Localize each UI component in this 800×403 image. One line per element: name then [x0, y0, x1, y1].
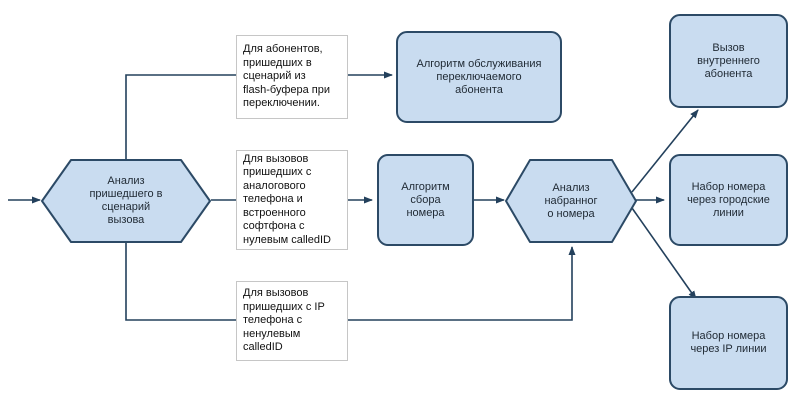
collect-number-node[interactable]: Алгоритм сбора номера: [377, 154, 474, 246]
note-flash-buffer: Для абонентов, пришедших в сценарий из f…: [236, 35, 348, 119]
analyze-dialed-node[interactable]: Анализ набранног о номера: [504, 158, 638, 244]
switch-service-label: Алгоритм обслуживания переключаемого або…: [416, 57, 542, 96]
analyze-incoming-label: Анализ пришедшего в сценарий вызова: [89, 175, 163, 226]
switch-service-node[interactable]: Алгоритм обслуживания переключаемого або…: [396, 31, 562, 123]
edge-analyze-to-analyze-dialed: [125, 243, 576, 321]
dial-ip-node[interactable]: Набор номера через IP линии: [669, 296, 788, 390]
analyze-incoming-node[interactable]: Анализ пришедшего в сценарий вызова: [40, 158, 212, 244]
analyze-dialed-label: Анализ набранног о номера: [544, 181, 598, 220]
edge-dialed-to-internal: [631, 109, 699, 193]
dial-city-node[interactable]: Набор номера через городские линии: [669, 154, 788, 246]
hexagon-shape: [505, 159, 637, 243]
note-ip-phone: Для вызовов пришедших с IP телефона с не…: [236, 281, 348, 361]
note-ip-phone-text: Для вызовов пришедших с IP телефона с не…: [243, 287, 325, 354]
note-analog-phone-text: Для вызовов пришедших с аналогового теле…: [243, 152, 331, 246]
collect-number-label: Алгоритм сбора номера: [401, 180, 450, 219]
call-internal-label: Вызов внутреннего абонента: [697, 41, 760, 80]
note-flash-buffer-text: Для абонентов, пришедших в сценарий из f…: [243, 43, 331, 110]
dial-ip-label: Набор номера через IP линии: [690, 330, 767, 355]
call-internal-node[interactable]: Вызов внутреннего абонента: [669, 14, 788, 108]
edge-dialed-to-ip: [631, 207, 697, 300]
note-analog-phone: Для вызовов пришедших с аналогового теле…: [236, 150, 348, 250]
dial-city-label: Набор номера через городские линии: [687, 180, 770, 219]
hexagon-shape: [41, 159, 211, 243]
